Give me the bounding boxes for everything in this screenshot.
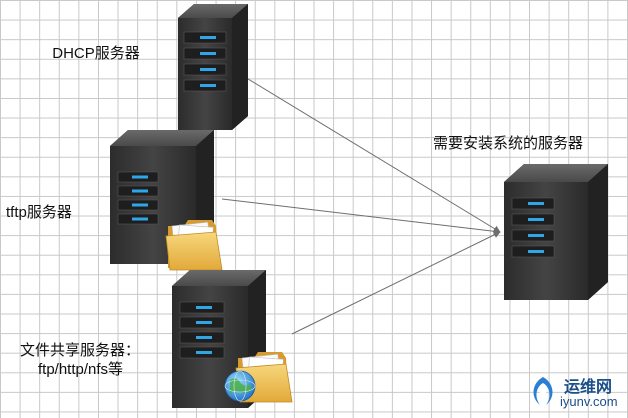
watermark-cn-text: 运维网	[564, 379, 613, 396]
dhcp-server-icon	[178, 4, 248, 130]
target-server-icon	[504, 164, 608, 300]
watermark: 运维网 iyunv.com	[524, 371, 628, 417]
watermark-en-text: iyunv.com	[560, 394, 618, 409]
file-share-label-line1: 文件共享服务器：	[20, 342, 141, 359]
drive-bays	[117, 171, 159, 225]
file-share-label-line2: ftp/http/nfs等	[38, 361, 124, 378]
arrow-dhcp-to-target	[229, 67, 501, 233]
drive-bays	[183, 31, 227, 92]
drive-bays	[511, 197, 555, 258]
folder-icon	[165, 220, 223, 271]
tftp-server-label: tftp服务器	[6, 204, 72, 221]
arrow-file-to-target	[291, 231, 501, 335]
dhcp-server-label: DHCP服务器	[52, 45, 140, 62]
drive-bays	[179, 301, 225, 359]
target-server-label: 需要安装系统的服务器	[433, 135, 584, 152]
globe-icon	[224, 370, 256, 402]
arrow-tftp-to-target	[221, 198, 501, 235]
watermark-logo-icon	[533, 377, 553, 405]
file-share-server-label: 文件共享服务器： ftp/http/nfs等	[20, 341, 140, 379]
